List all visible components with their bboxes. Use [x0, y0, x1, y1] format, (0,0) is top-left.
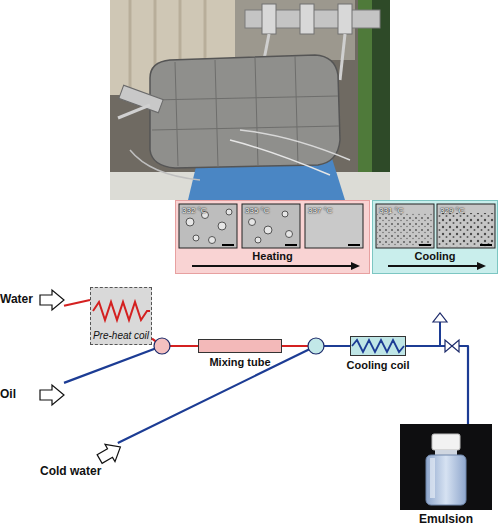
valve-symbol: [445, 340, 452, 352]
valve-stem: [439, 322, 441, 346]
thermocouple-wire: [130, 150, 200, 180]
product-label: Emulsion: [419, 512, 473, 526]
inlet-arrow: Cold water: [40, 443, 122, 479]
jacket-seam: [175, 56, 298, 167]
insulation-jacket: [150, 55, 340, 168]
mixing-tube: Mixing tube: [198, 339, 282, 353]
bottle-neck: [435, 450, 457, 455]
block-arrow-outline: [40, 385, 64, 405]
pipe-fitting: [300, 4, 314, 34]
bottle-cap: [432, 434, 460, 450]
jacket-seam: [152, 96, 339, 130]
green-frame: [358, 0, 372, 200]
block-arrow: [40, 290, 64, 310]
preheat-coil: Pre-heat coil: [90, 287, 152, 345]
curtain-fold: [129, 0, 132, 95]
steel-tube: [118, 105, 150, 118]
photo-background: [110, 0, 390, 200]
valve-symbol: [452, 340, 459, 352]
micrograph: 332 °C: [180, 205, 238, 249]
pipe-line: [406, 346, 468, 424]
pipe-line: [282, 345, 350, 347]
micrograph: 335 °C: [243, 205, 301, 249]
inlet-fitting: [119, 85, 163, 113]
photo-background: [400, 424, 492, 510]
block-arrow: [98, 443, 122, 463]
stream-label: Cold water: [40, 464, 101, 479]
thermocouple-wire: [240, 130, 350, 160]
temperature-label: 331 °C: [379, 206, 404, 215]
bottle-highlight: [430, 458, 435, 498]
curtain-fold: [204, 0, 207, 95]
temperature-label: 337 °C: [308, 206, 333, 215]
mixing-junction: [154, 338, 170, 354]
block-arrow: [40, 385, 64, 405]
photo-wall: [110, 0, 235, 95]
pipe-line: [64, 346, 198, 383]
panel-title: Cooling: [373, 250, 497, 263]
pipe-line: [118, 346, 350, 443]
block-arrow-outline: [40, 290, 64, 310]
panel-title: Heating: [176, 250, 369, 263]
pipe-fitting: [338, 4, 352, 34]
pipe-fitting: [262, 4, 276, 34]
micrograph: 337 °C: [306, 205, 364, 249]
blue-mat: [188, 150, 345, 200]
part-label: Pre-heat coil: [91, 330, 151, 342]
block-arrow-outline: [95, 438, 126, 467]
curtain-fold: [179, 0, 182, 95]
micrograph: 329 °C: [438, 205, 496, 249]
photo-rack: [235, 0, 355, 60]
pipe-line: [152, 339, 198, 346]
stream-label: Oil: [0, 387, 16, 402]
temperature-label: 332 °C: [182, 206, 207, 215]
steel-tube: [262, 34, 269, 70]
mixing-junction: [308, 338, 324, 354]
inlet-arrow: Water: [0, 287, 64, 313]
cooling-coil: Cooling coil: [350, 336, 406, 356]
emulsion-photo: Emulsion: [400, 424, 492, 510]
steel-tubing: [245, 10, 380, 28]
temperature-label: 329 °C: [440, 206, 465, 215]
valve-actuator: [433, 313, 447, 322]
heating-panel: Heating 332 °C 335 °C 337 °C: [175, 200, 370, 274]
inlet-arrow: Oil: [0, 382, 64, 408]
steel-tube: [340, 34, 345, 80]
part-label: Cooling coil: [347, 359, 410, 372]
stream-label: Water: [0, 292, 33, 307]
temperature-label: 335 °C: [245, 206, 270, 215]
bench-top: [110, 172, 390, 200]
pipe-line: [64, 300, 90, 306]
cooling-panel: Cooling 331 °C 329 °C: [372, 200, 498, 274]
green-frame: [372, 0, 390, 200]
curtain-fold: [154, 0, 157, 95]
thermocouple-wire: [230, 140, 330, 175]
part-label: Mixing tube: [209, 356, 270, 369]
bottle-body: [426, 455, 466, 505]
micrograph: 331 °C: [377, 205, 435, 249]
